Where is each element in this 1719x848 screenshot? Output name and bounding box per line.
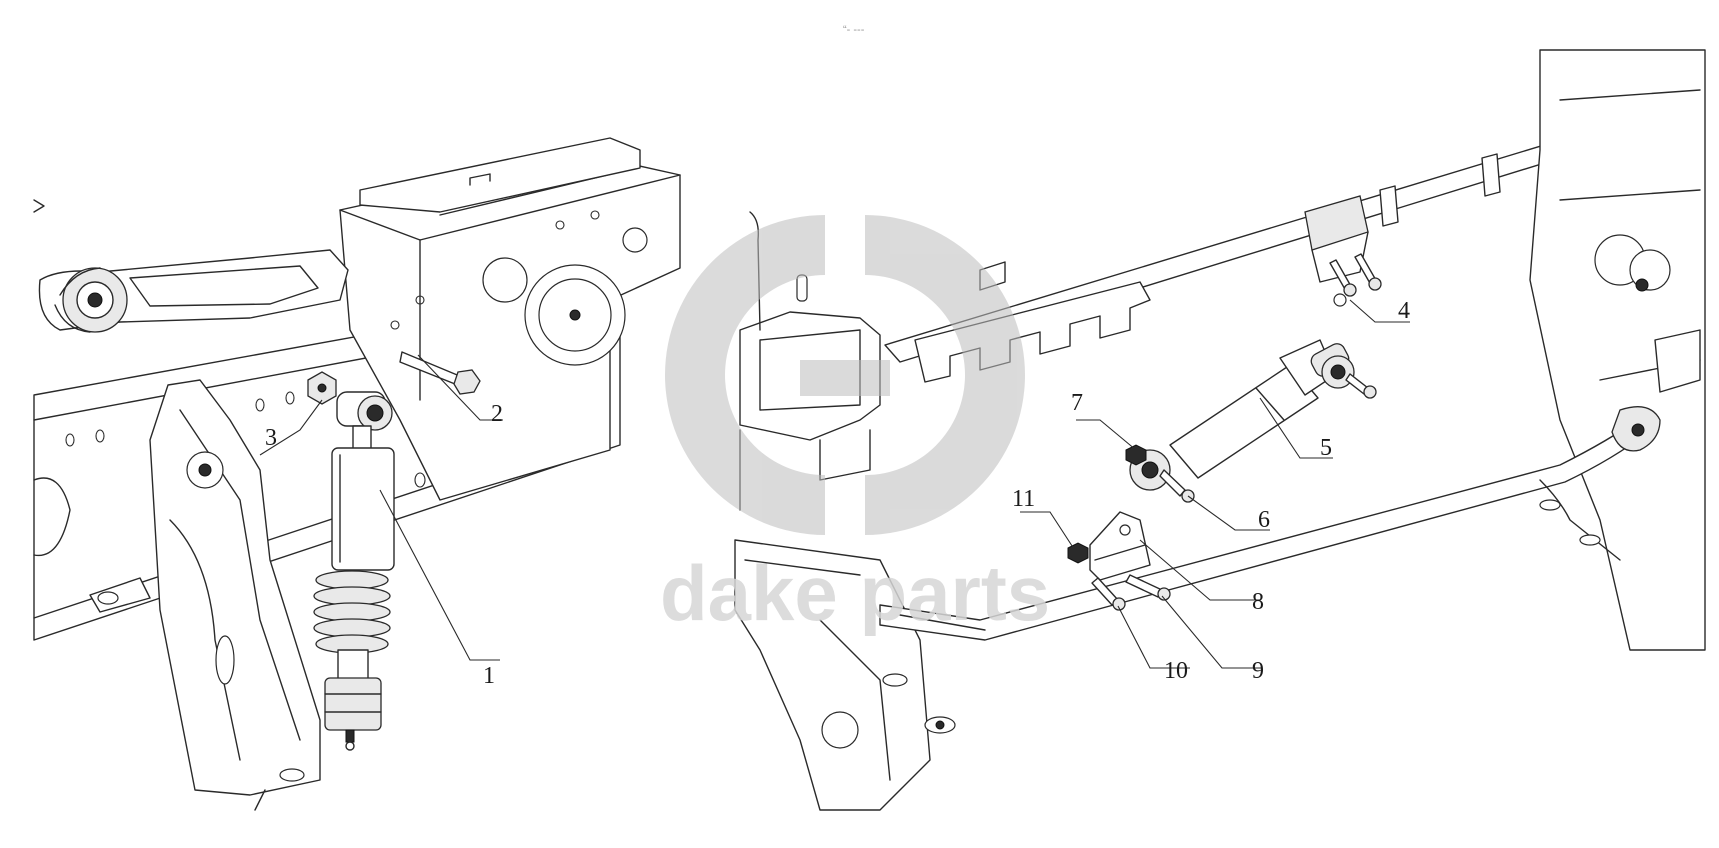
frame-right [1529,49,1706,651]
shock-absorber-1 [313,391,395,751]
clamp-bracket-8 [1089,511,1151,581]
callout-4: 4 [1398,298,1410,324]
callout-7: 7 [1071,390,1083,416]
callout-8: 8 [1252,589,1264,615]
nut-3 [307,371,337,405]
eye-end-6-7 [1125,444,1195,503]
callout-1: 1 [483,663,495,689]
watermark-text: dake parts [660,549,1050,637]
header-mark: “- --- [843,24,865,36]
callout-5: 5 [1320,435,1332,461]
callout-3: 3 [265,425,277,451]
right-assembly [734,49,1706,811]
callout-11: 11 [1012,486,1035,512]
callout-9: 9 [1252,658,1264,684]
shock-absorber-5 [1169,339,1377,479]
callout-10: 10 [1164,658,1188,684]
callout-6: 6 [1258,507,1270,533]
callout-2: 2 [491,401,503,427]
watermark-logo [665,215,1025,535]
left-assembly [33,137,681,811]
